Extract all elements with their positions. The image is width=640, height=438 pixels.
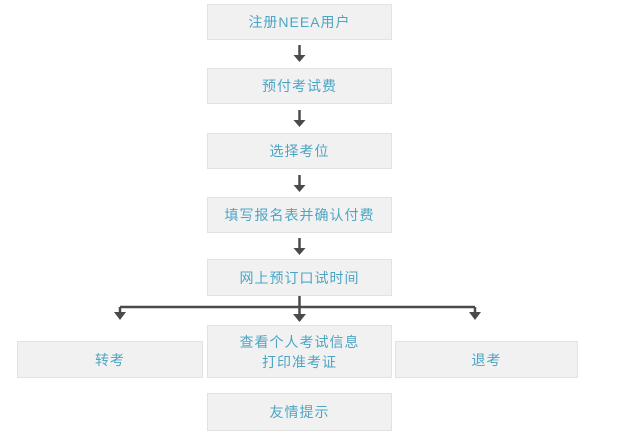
flow-step-select-seat: 选择考位 [207, 133, 392, 169]
flow-step-label: 选择考位 [269, 143, 330, 159]
arrow-down-branch-left [114, 307, 126, 320]
arrow-down-step1-step2 [293, 45, 306, 62]
flow-branch-withdraw-exam: 退考 [395, 341, 578, 378]
flow-branch-label-line2: 打印准考证 [262, 353, 337, 370]
flow-step-label: 注册NEEA用户 [248, 14, 351, 30]
arrow-down-step2-step3 [293, 110, 306, 127]
flow-footer-friendly-reminder: 友情提示 [207, 393, 392, 431]
arrow-down-branch-center [293, 296, 306, 322]
flow-branch-view-info-print-ticket: 查看个人考试信息 打印准考证 [207, 325, 392, 378]
flow-step-book-oral-test-time: 网上预订口试时间 [207, 259, 392, 296]
flow-step-prepay-exam-fee: 预付考试费 [207, 68, 392, 104]
flow-step-label: 网上预订口试时间 [239, 269, 360, 286]
arrow-down-branch-right [469, 307, 481, 320]
flow-footer-label: 友情提示 [269, 404, 330, 420]
arrow-down-step3-step4 [293, 175, 306, 192]
flow-branch-transfer-exam: 转考 [17, 341, 203, 378]
flow-branch-label: 转考 [95, 351, 125, 368]
flow-step-label: 预付考试费 [262, 78, 337, 94]
flow-step-fill-form-confirm-payment: 填写报名表并确认付费 [207, 197, 392, 233]
flow-branch-label: 退考 [471, 351, 502, 368]
flow-step-label: 填写报名表并确认付费 [224, 207, 375, 223]
arrow-down-step4-step5 [293, 238, 306, 255]
flow-branch-label-line1: 查看个人考试信息 [239, 333, 360, 350]
flow-step-register-neea-user: 注册NEEA用户 [207, 4, 392, 40]
